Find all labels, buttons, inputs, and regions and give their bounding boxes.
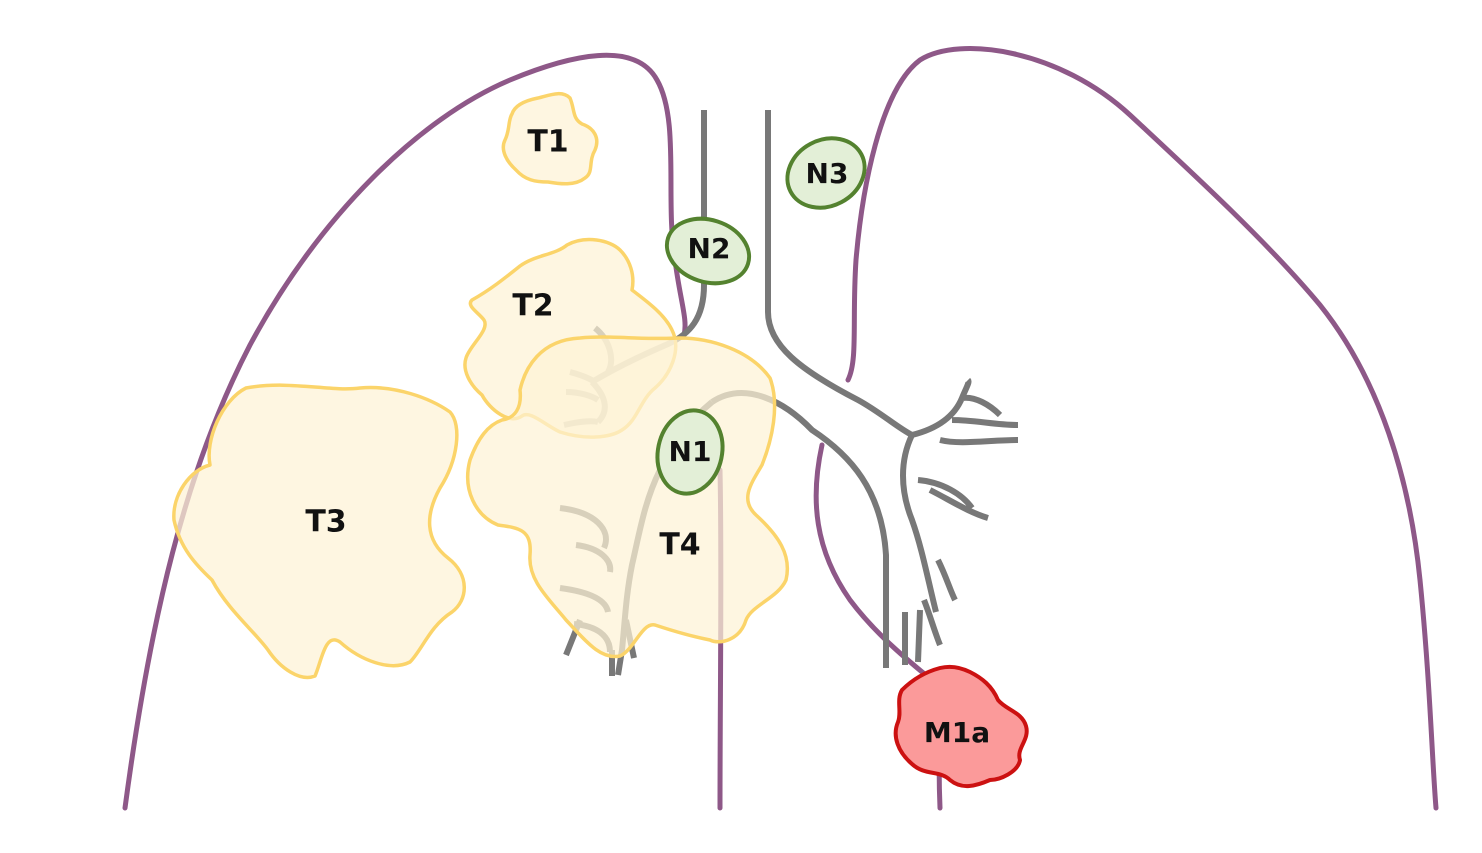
metastasis — [893, 664, 1029, 788]
metastasis-m1a — [893, 664, 1029, 788]
lymph-nodes — [655, 136, 867, 496]
label-m1a: M1a — [924, 716, 990, 749]
label-n3: N3 — [806, 157, 849, 190]
tumor-t1 — [501, 91, 599, 186]
label-t1: T1 — [527, 125, 568, 160]
node-n1 — [655, 408, 725, 496]
label-n2: N2 — [688, 232, 731, 265]
left-lung-upper-outline — [845, 46, 1439, 811]
trachea-right-wall — [765, 110, 914, 438]
tumor-t3 — [172, 383, 466, 680]
label-t4: T4 — [659, 528, 700, 563]
labels: T1 T2 T3 T4 N1 N2 N3 M1a — [305, 125, 990, 750]
node-n2 — [664, 216, 752, 286]
left-bronchus-branches — [900, 377, 1019, 665]
label-t3: T3 — [305, 505, 346, 540]
tumors — [172, 91, 790, 680]
node-n3 — [785, 136, 867, 210]
label-n1: N1 — [669, 435, 712, 468]
label-t2: T2 — [512, 289, 553, 324]
